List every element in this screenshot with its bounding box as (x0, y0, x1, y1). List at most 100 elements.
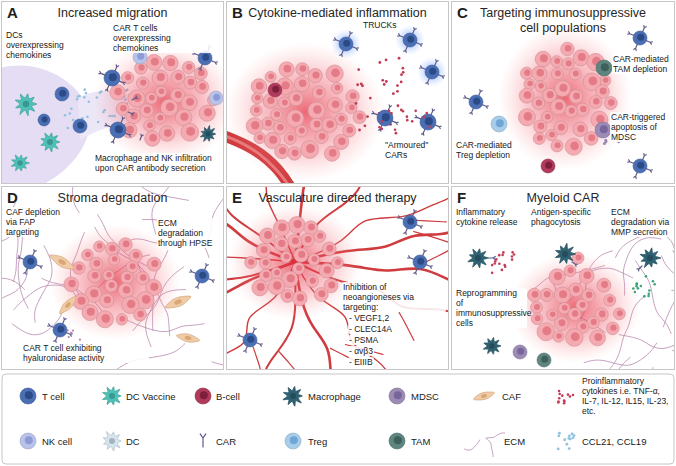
illustration-shape (534, 304, 540, 310)
molecule-dot (79, 339, 81, 341)
illustration-shape (271, 267, 282, 278)
car-receptor (18, 256, 24, 259)
cell-icon (491, 116, 507, 132)
cell-icon (292, 291, 307, 306)
annotation-label: ECM degradation through HPSE (157, 218, 221, 248)
cell-icon (308, 254, 320, 266)
illustration-shape (109, 245, 116, 252)
illustration-shape (513, 345, 527, 359)
cell-icon (549, 269, 565, 285)
cell-icon (533, 133, 545, 145)
illustration-shape (137, 53, 144, 60)
molecule-dot (645, 275, 648, 278)
illustration-shape (251, 79, 267, 95)
illustration-shape (608, 99, 615, 106)
cell-icon (279, 62, 294, 77)
illustration-shape (555, 102, 563, 110)
cell-icon (420, 114, 436, 130)
cell-icon (118, 283, 133, 298)
illustration-shape (57, 326, 64, 333)
car-receptor (404, 228, 407, 234)
cell-icon (259, 228, 275, 244)
molecule-dot (567, 393, 570, 396)
cell-icon (104, 70, 120, 86)
illustration-shape (146, 54, 162, 70)
panel-title: Myeloid CAR (472, 191, 654, 206)
ecm-fiber (486, 439, 493, 458)
car-receptor (413, 210, 416, 216)
molecule-dot (557, 400, 560, 403)
illustration-shape (293, 94, 300, 101)
illustration-shape (125, 274, 131, 280)
illustration-shape (125, 74, 131, 80)
car-receptor (352, 47, 358, 50)
molecule-dot (67, 329, 69, 331)
cell-icon (555, 81, 571, 97)
car-receptor (253, 328, 256, 334)
illustration-shape (561, 42, 574, 55)
annotation-label: Inhibition of neoangioneses via targetin… (342, 282, 446, 312)
illustration-shape (417, 258, 424, 265)
cell-icon (53, 323, 67, 337)
cell-icon (312, 86, 325, 99)
tumor-glow (93, 41, 225, 163)
legend-label: Treg (308, 436, 327, 447)
cell-icon (116, 314, 127, 325)
illustration-shape (313, 105, 322, 114)
molecule-dot (563, 402, 566, 405)
tumor-mass (528, 265, 626, 346)
molecule-dot (360, 82, 363, 85)
cell-icon (564, 265, 576, 277)
illustration-shape (580, 106, 587, 113)
illustration-shape (538, 123, 545, 130)
car-receptor (408, 256, 414, 259)
cell-icon (134, 308, 147, 321)
illustration-shape (296, 265, 302, 271)
illustration-shape (142, 295, 151, 304)
illustration-shape (332, 100, 340, 108)
illustration-shape (407, 218, 414, 225)
cell-icon (274, 237, 289, 252)
cell-icon (146, 54, 162, 70)
car-receptor (208, 279, 214, 282)
illustration-shape (290, 436, 298, 444)
illustration-shape (377, 110, 393, 126)
illustration-shape (100, 293, 114, 307)
cell-icon (528, 288, 542, 302)
car-receptor (643, 26, 646, 32)
spiky-cell-icon (103, 432, 121, 452)
car-receptor (426, 78, 429, 84)
illustration-shape (287, 274, 295, 282)
annotation-label: CAR-mediated Treg depletion (455, 140, 519, 160)
legend-label: DC (126, 436, 140, 447)
molecule-dot (402, 71, 405, 74)
illustration-shape (550, 99, 566, 115)
illustration-shape (77, 122, 84, 129)
car-receptor (54, 336, 57, 342)
cell-icon (339, 37, 353, 51)
illustration-shape (285, 292, 291, 298)
spiky-cell-icon (15, 94, 37, 116)
illustration-shape (306, 144, 315, 153)
illustration-shape (129, 249, 142, 262)
cell-icon (561, 42, 574, 55)
car-receptor (105, 123, 111, 126)
cell-icon (265, 71, 276, 82)
cell-icon (259, 257, 271, 269)
illustration-shape (257, 134, 263, 140)
car-receptor (121, 117, 124, 123)
illustration-shape (517, 348, 524, 355)
illustration-shape (473, 98, 480, 105)
illustration-shape (154, 112, 166, 124)
cell-icon (565, 105, 577, 117)
illustration-shape (429, 68, 436, 75)
tumor-mass (64, 238, 162, 328)
cell-icon (273, 220, 289, 236)
molecule-dot (357, 68, 360, 71)
illustration-shape (558, 124, 565, 131)
illustration-shape (17, 160, 22, 165)
cell-icon (129, 249, 142, 262)
illustration-shape (267, 97, 274, 104)
car-receptor (115, 65, 118, 71)
